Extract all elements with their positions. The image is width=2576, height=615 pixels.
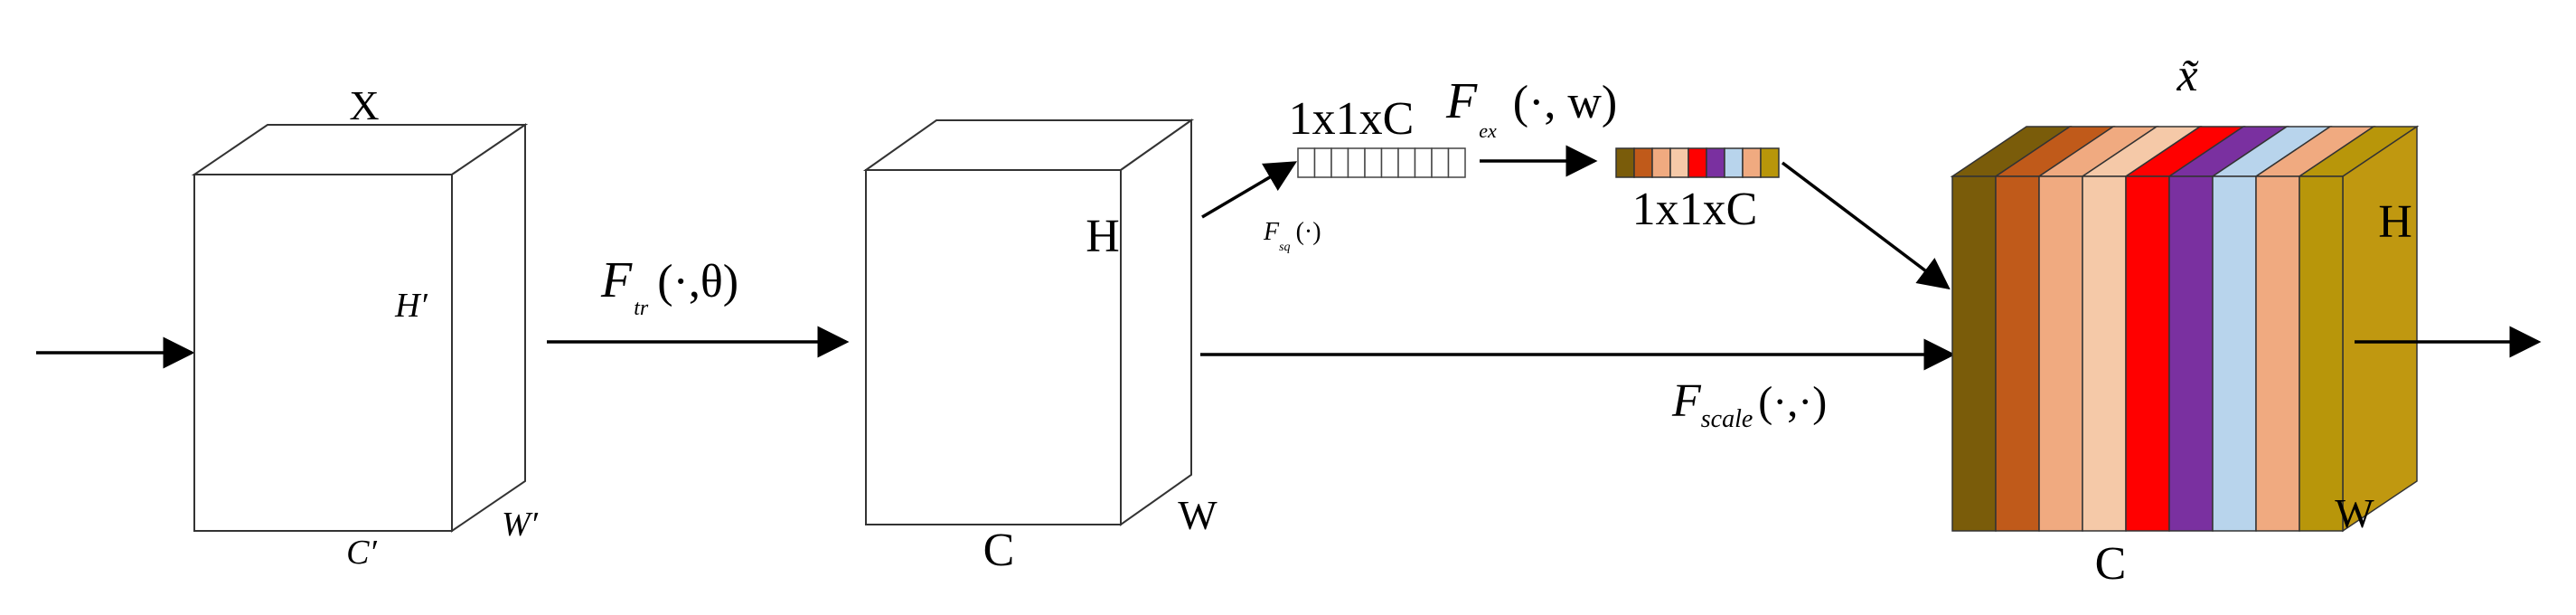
feature-channel-label: C [983, 525, 1015, 576]
input-top-label: X [349, 82, 379, 128]
feature-height-label: H [1086, 211, 1120, 262]
output-block [1950, 125, 2420, 533]
squeeze-vector-cell [1380, 147, 1399, 178]
excitation-vector-cell [1633, 147, 1653, 178]
output-side-face [2342, 125, 2418, 533]
excitation-vector-cell [1669, 147, 1689, 178]
excitation-vector-cell [1688, 147, 1707, 178]
excitation-vector-cell [1724, 147, 1744, 178]
squeeze-label: Fsq(·) [1263, 218, 1321, 254]
output-channel-slice [2082, 175, 2127, 532]
excitation-label: Fex(·, w) [1445, 73, 1617, 142]
scale-label: Fscale(·,·) [1671, 375, 1827, 433]
squeeze-vector-label: 1x1xC [1289, 93, 1415, 145]
squeeze-vector-cell [1431, 147, 1450, 178]
output-channel-slice [2255, 175, 2300, 532]
squeeze-arrow [1201, 161, 1298, 219]
input-height-label: H′ [394, 287, 428, 325]
output-channel-slice [2125, 175, 2170, 532]
output-height-label: H [2378, 196, 2412, 248]
excitation-vector-cell [1742, 147, 1762, 178]
squeeze-vector-cell [1364, 147, 1383, 178]
output-channel-slice [2299, 175, 2344, 532]
excitation-to-output-arrow [1781, 161, 1951, 290]
output-channel-slice [2212, 175, 2257, 532]
input-block [191, 123, 529, 533]
output-width-label: W [2335, 490, 2374, 536]
input-channel-label: C′ [346, 534, 377, 572]
squeeze-vector [1297, 147, 1466, 178]
squeeze-vector-cell [1447, 147, 1466, 178]
excitation-vector-cell [1651, 147, 1671, 178]
output-channel-slice [1951, 175, 1997, 532]
feature-block [862, 118, 1195, 526]
squeeze-vector-cell [1313, 147, 1332, 178]
output-channel-slice [1995, 175, 2040, 532]
output-channel-slice [2038, 175, 2083, 532]
excitation-vector-label: 1x1xC [1632, 184, 1758, 235]
squeeze-vector-cell [1397, 147, 1416, 178]
excitation-vector-cell [1615, 147, 1635, 178]
feature-width-label: W [1178, 492, 1217, 538]
squeeze-vector-cell [1330, 147, 1349, 178]
output-channel-slice [2168, 175, 2214, 532]
output-channel-label: C [2095, 538, 2127, 590]
excitation-vector [1615, 147, 1780, 178]
excitation-vector-cell [1706, 147, 1725, 178]
squeeze-vector-cell [1347, 147, 1366, 178]
squeeze-vector-cell [1414, 147, 1433, 178]
input-width-label: W′ [502, 506, 539, 544]
transform-label: Ftr(·,θ) [600, 252, 738, 320]
excitation-vector-cell [1760, 147, 1780, 178]
output-top-label: x̃ [2176, 50, 2198, 101]
squeeze-vector-cell [1297, 147, 1316, 178]
